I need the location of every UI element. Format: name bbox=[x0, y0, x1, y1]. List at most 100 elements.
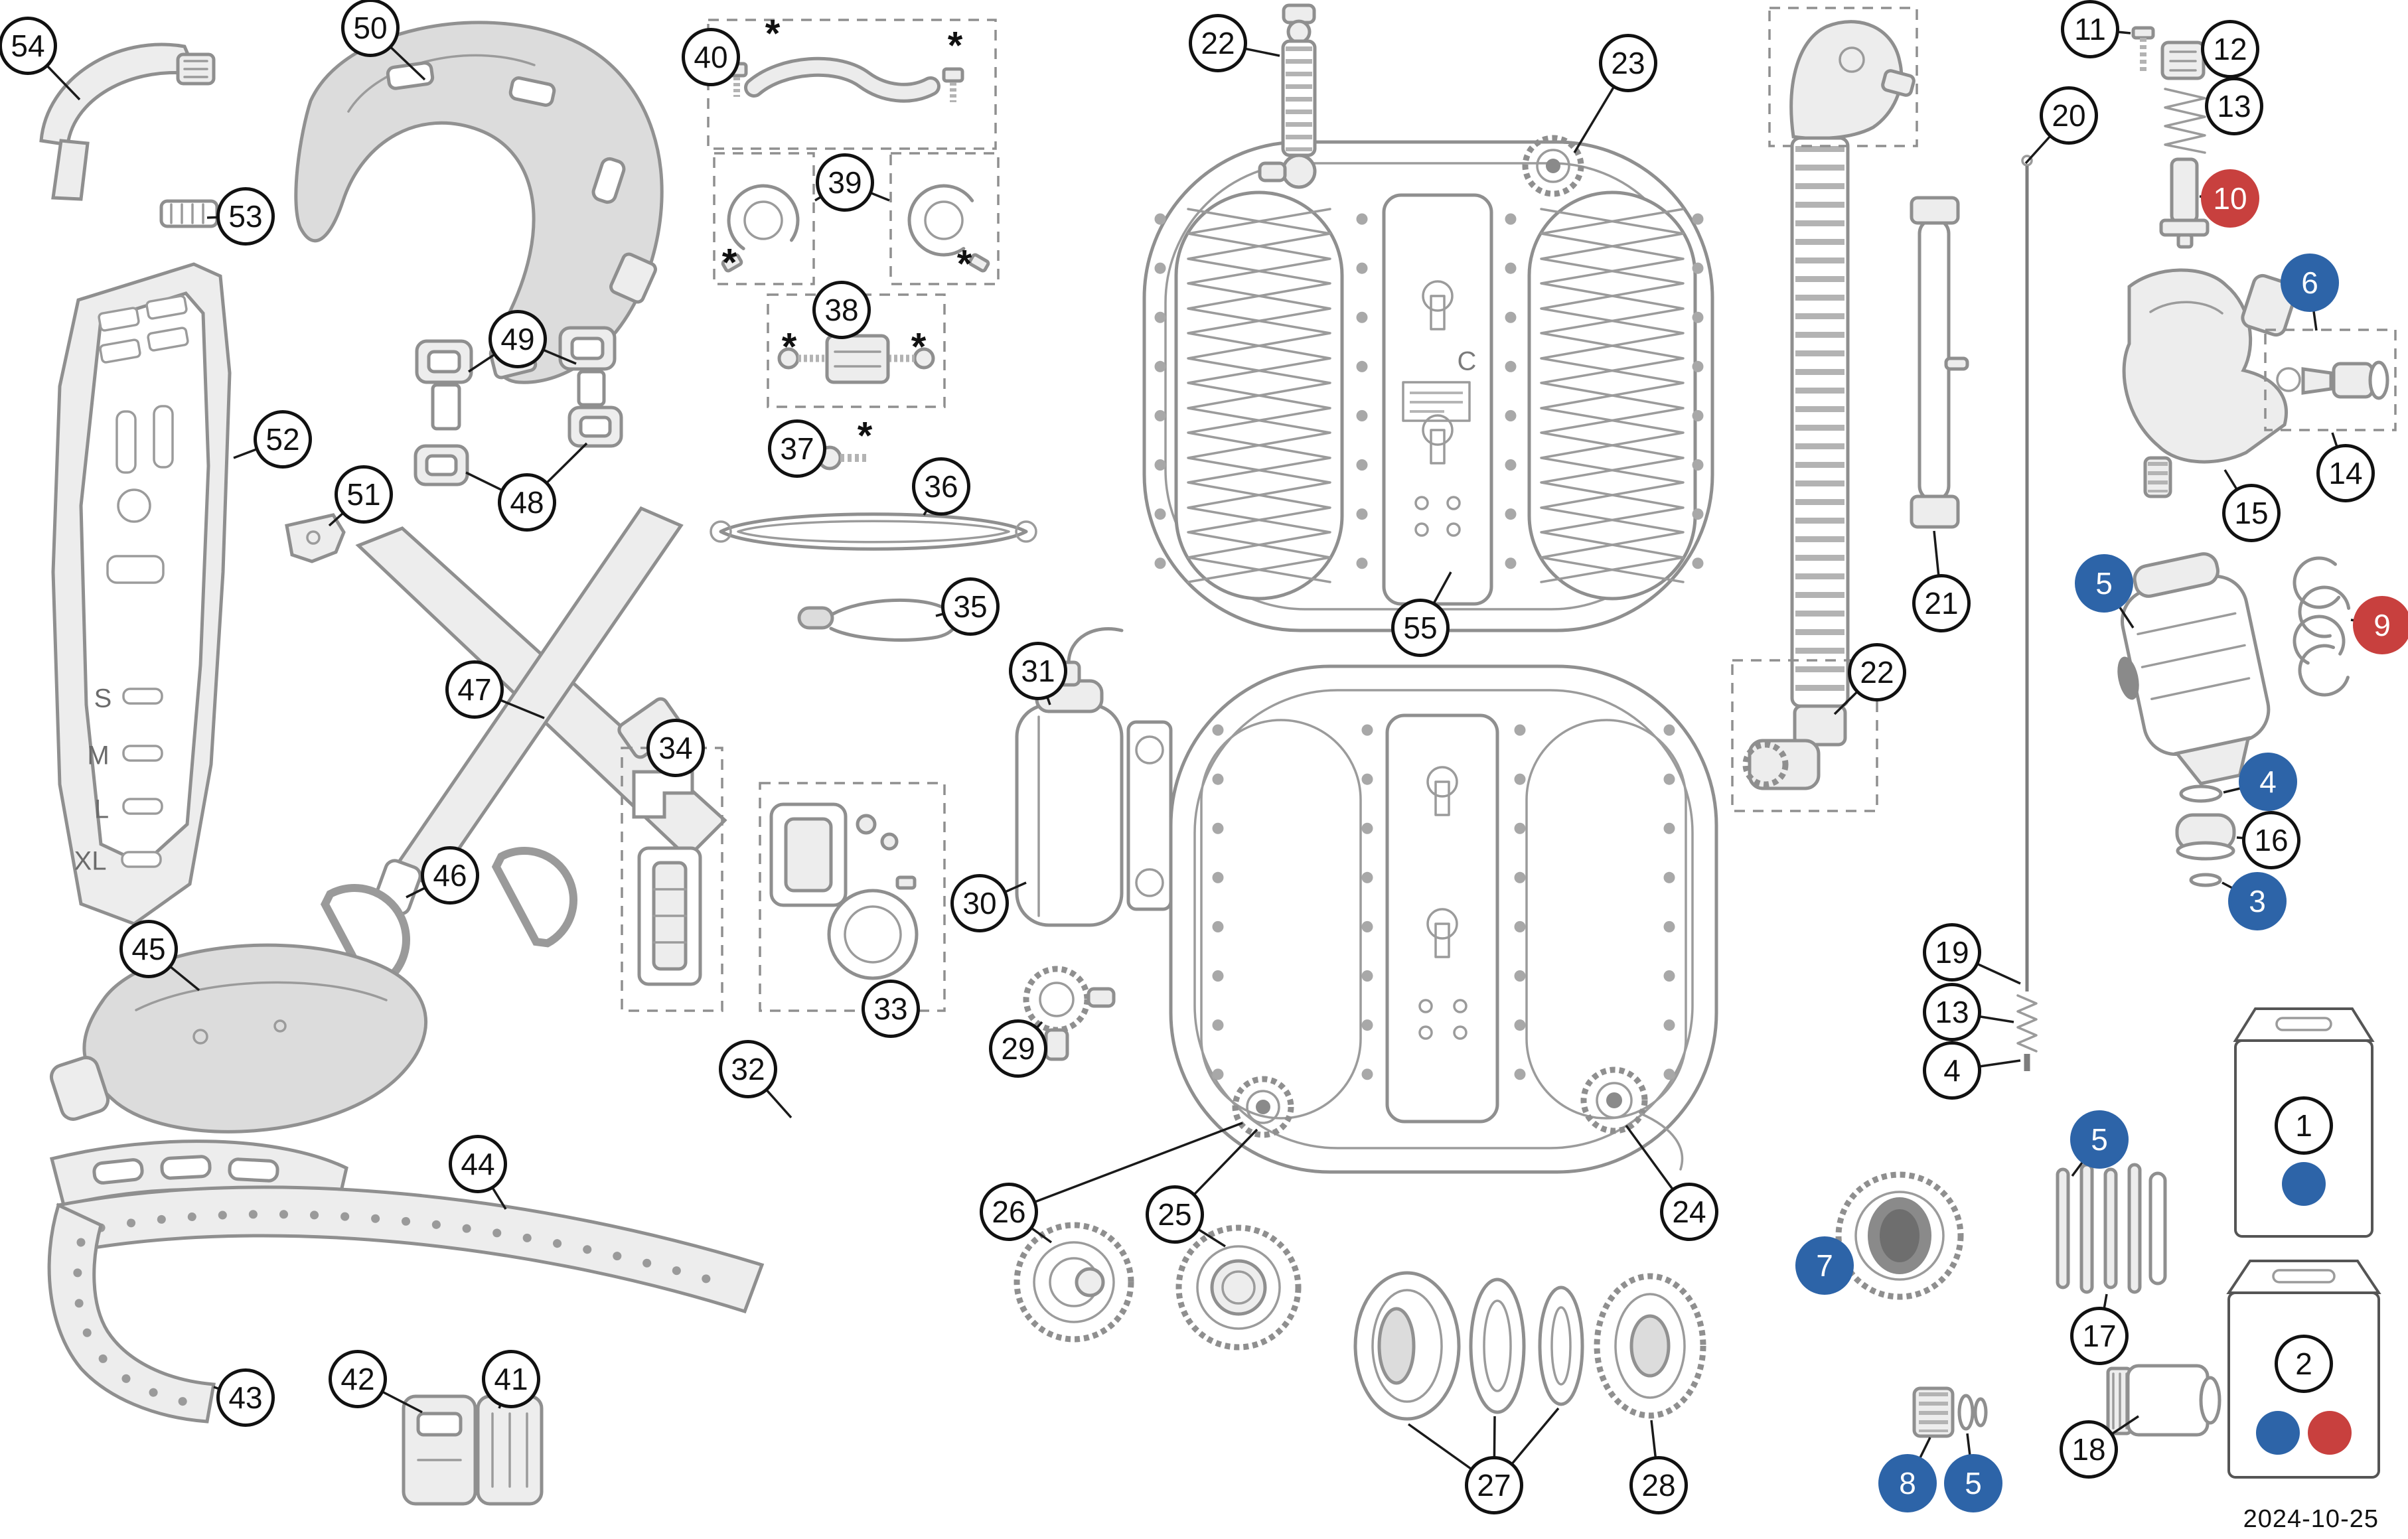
callout-29: 29 bbox=[989, 1019, 1047, 1078]
callout-21: 21 bbox=[1912, 574, 1971, 632]
valve-caps-25-26 bbox=[1014, 1222, 1302, 1351]
callout-15: 15 bbox=[2222, 484, 2281, 542]
wing-label-c: C bbox=[1457, 346, 1477, 376]
package-2-label: 2 bbox=[2275, 1335, 2333, 1393]
waist-belt-44 bbox=[47, 1139, 765, 1424]
callout-19: 19 bbox=[1923, 923, 1981, 982]
shoulder-pad-50 bbox=[294, 21, 664, 384]
callout-3: 3 bbox=[2228, 872, 2287, 930]
size-label-s: S bbox=[94, 684, 112, 713]
callout-4: 4 bbox=[2239, 753, 2297, 811]
valve-7 bbox=[1835, 1171, 1964, 1300]
callout-22: 22 bbox=[1848, 643, 1906, 701]
callout-54: 54 bbox=[0, 17, 57, 75]
callout-5: 5 bbox=[2070, 1110, 2129, 1169]
callout-17: 17 bbox=[2070, 1307, 2129, 1365]
callout-9: 9 bbox=[2353, 596, 2408, 654]
package-dot-red bbox=[2308, 1411, 2352, 1455]
callout-38: 38 bbox=[812, 281, 871, 339]
screw-kit-11-12-13-10 bbox=[2131, 26, 2210, 249]
belt-buckle-41-42 bbox=[402, 1394, 544, 1506]
callout-13: 13 bbox=[1923, 983, 1981, 1041]
asterisk: * bbox=[857, 414, 873, 458]
callout-51: 51 bbox=[335, 465, 393, 524]
callout-11: 11 bbox=[2061, 0, 2119, 58]
callout-35: 35 bbox=[941, 577, 1000, 636]
callout-42: 42 bbox=[329, 1350, 387, 1408]
callout-34: 34 bbox=[646, 719, 705, 777]
callout-24: 24 bbox=[1660, 1183, 1718, 1241]
leader-line bbox=[1008, 1122, 1243, 1213]
buckles-48-49 bbox=[414, 326, 623, 486]
callout-6: 6 bbox=[2281, 254, 2339, 312]
corrugated-hose-22-right bbox=[1742, 20, 1916, 790]
comb-clip-53 bbox=[159, 199, 219, 228]
callout-5: 5 bbox=[2075, 554, 2133, 613]
revision-date: 2024-10-25 bbox=[2243, 1505, 2379, 1533]
package-dot-blue bbox=[2256, 1411, 2300, 1455]
package-dot-blue bbox=[2282, 1162, 2326, 1206]
asterisk: * bbox=[765, 12, 781, 56]
size-label-xl: XL bbox=[74, 846, 107, 876]
callout-4: 4 bbox=[1923, 1041, 1981, 1100]
callout-31: 31 bbox=[1009, 642, 1067, 700]
callout-49: 49 bbox=[489, 310, 547, 368]
wing-top-55 bbox=[1142, 135, 1714, 632]
asterisk: * bbox=[956, 242, 972, 286]
inflation-cylinder-31-30 bbox=[1015, 626, 1173, 927]
asterisk: * bbox=[781, 325, 797, 369]
size-label-m: M bbox=[87, 741, 110, 770]
callout-27: 27 bbox=[1465, 1456, 1523, 1514]
callout-23: 23 bbox=[1599, 34, 1657, 92]
asterisk: * bbox=[721, 241, 737, 285]
callout-20: 20 bbox=[2040, 86, 2098, 145]
package-1-label: 1 bbox=[2275, 1096, 2333, 1155]
asterisk: * bbox=[947, 24, 963, 68]
callout-28: 28 bbox=[1629, 1456, 1688, 1514]
callout-33: 33 bbox=[862, 980, 920, 1038]
chest-bracket-51 bbox=[285, 513, 346, 563]
bungee-loop-36 bbox=[710, 512, 1037, 551]
callout-8: 8 bbox=[1878, 1454, 1937, 1512]
callout-43: 43 bbox=[216, 1368, 275, 1427]
fitting-18-8-5 bbox=[1912, 1364, 2221, 1438]
size-label-l: L bbox=[94, 794, 110, 824]
buckle-kit-38 bbox=[777, 334, 935, 384]
callout-32: 32 bbox=[719, 1040, 777, 1098]
callout-14: 14 bbox=[2316, 444, 2375, 502]
callout-5: 5 bbox=[1944, 1454, 2002, 1512]
callout-12: 12 bbox=[2201, 20, 2259, 78]
callout-55: 55 bbox=[1391, 599, 1450, 657]
orings-4-16-3 bbox=[2175, 784, 2236, 887]
callout-53: 53 bbox=[216, 187, 275, 246]
pull-rod-19-20 bbox=[2016, 155, 2038, 1071]
callout-48: 48 bbox=[498, 473, 556, 532]
lumbar-pad-45 bbox=[49, 943, 428, 1134]
callout-36: 36 bbox=[912, 457, 970, 516]
callout-26: 26 bbox=[980, 1183, 1038, 1241]
callout-50: 50 bbox=[341, 0, 400, 57]
callout-13: 13 bbox=[2205, 77, 2263, 135]
asterisk: * bbox=[911, 325, 927, 369]
callout-45: 45 bbox=[119, 920, 178, 978]
neck-strap-54 bbox=[39, 42, 216, 201]
mount-brackets-34 bbox=[632, 770, 702, 986]
callout-44: 44 bbox=[449, 1135, 507, 1193]
wing-bottom bbox=[1169, 664, 1718, 1174]
callout-22: 22 bbox=[1189, 14, 1247, 72]
callout-7: 7 bbox=[1795, 1236, 1854, 1295]
callout-47: 47 bbox=[445, 660, 504, 719]
power-inflator-5 bbox=[2117, 552, 2271, 786]
hose-clips-9 bbox=[2293, 556, 2351, 697]
callout-46: 46 bbox=[421, 846, 479, 905]
callout-37: 37 bbox=[768, 419, 826, 478]
callout-16: 16 bbox=[2242, 811, 2300, 869]
cylinder-valve-29 bbox=[1023, 966, 1116, 1061]
callout-39: 39 bbox=[816, 153, 874, 212]
fitting-kit-6-14 bbox=[2276, 360, 2389, 400]
backplate-52 bbox=[51, 262, 232, 926]
callout-30: 30 bbox=[950, 874, 1009, 932]
